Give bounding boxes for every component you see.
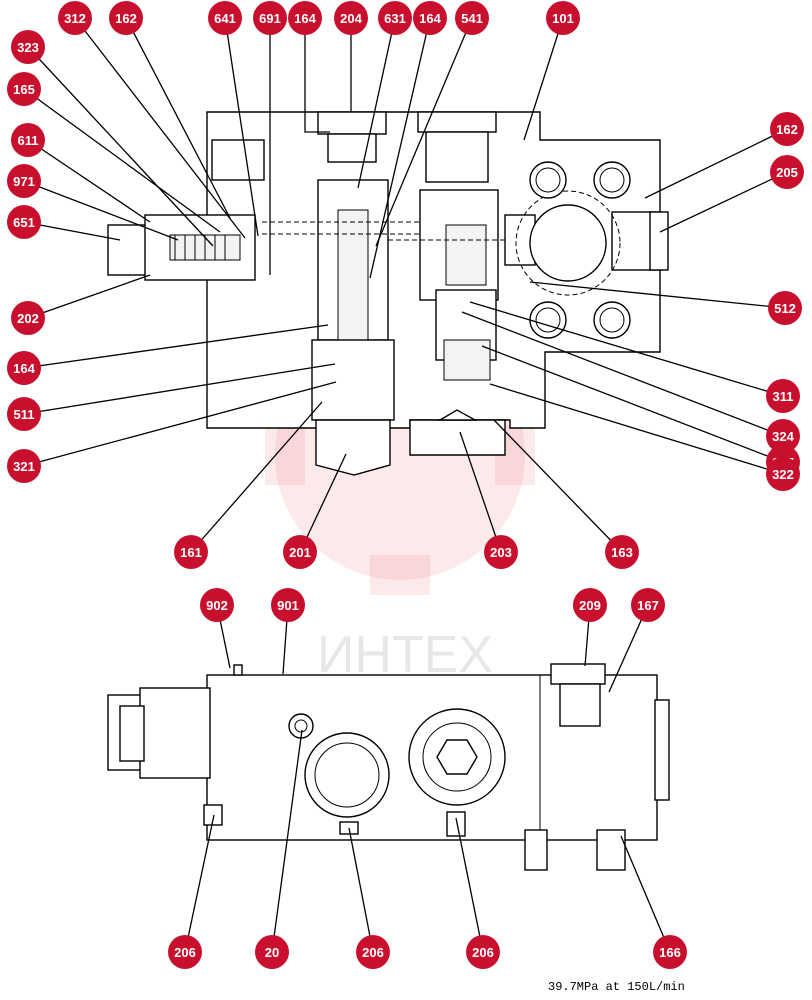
svg-text:311: 311 xyxy=(773,389,794,404)
callout-206-c: 206 xyxy=(466,935,500,969)
callout-311: 311 xyxy=(766,379,800,413)
svg-text:322: 322 xyxy=(772,467,794,482)
svg-text:162: 162 xyxy=(115,11,137,26)
svg-text:902: 902 xyxy=(206,598,228,613)
svg-text:206: 206 xyxy=(362,945,384,960)
callout-165: 165 xyxy=(7,72,41,106)
callout-323: 323 xyxy=(11,30,45,64)
svg-text:541: 541 xyxy=(461,11,483,26)
svg-text:324: 324 xyxy=(772,429,794,444)
callout-164-a: 164 xyxy=(288,1,322,35)
callout-971: 971 xyxy=(7,164,41,198)
callout-203: 203 xyxy=(484,535,518,569)
svg-text:161: 161 xyxy=(180,545,202,560)
callout-161: 161 xyxy=(174,535,208,569)
pressure-flow-note: 39.7MPa at 150L/min xyxy=(548,980,685,994)
callout-206-a: 206 xyxy=(168,935,202,969)
svg-text:166: 166 xyxy=(659,945,681,960)
svg-text:167: 167 xyxy=(637,598,659,613)
svg-text:201: 201 xyxy=(289,545,311,560)
callout-166: 166 xyxy=(653,935,687,969)
callout-651: 651 xyxy=(7,205,41,239)
svg-text:203: 203 xyxy=(490,545,512,560)
callout-322: 322 xyxy=(766,457,800,491)
svg-text:511: 511 xyxy=(14,407,35,422)
svg-text:651: 651 xyxy=(13,215,35,230)
svg-text:641: 641 xyxy=(214,11,236,26)
callout-312: 312 xyxy=(58,1,92,35)
svg-text:321: 321 xyxy=(13,459,35,474)
callout-162-right: 162 xyxy=(770,112,804,146)
callout-205: 205 xyxy=(770,155,804,189)
callout-164-b: 164 xyxy=(413,1,447,35)
callout-641: 641 xyxy=(208,1,242,35)
callout-202: 202 xyxy=(11,301,45,335)
callout-162-top: 162 xyxy=(109,1,143,35)
callout-164-c: 164 xyxy=(7,351,41,385)
svg-text:204: 204 xyxy=(340,11,362,26)
svg-text:209: 209 xyxy=(579,598,601,613)
svg-text:312: 312 xyxy=(64,11,86,26)
svg-text:101: 101 xyxy=(552,11,574,26)
callout-206-b: 206 xyxy=(356,935,390,969)
svg-text:162: 162 xyxy=(776,122,798,137)
svg-text:205: 205 xyxy=(776,165,798,180)
svg-text:323: 323 xyxy=(17,40,39,55)
svg-text:901: 901 xyxy=(277,598,299,613)
svg-text:691: 691 xyxy=(259,11,281,26)
leader-lines xyxy=(23,17,788,953)
svg-text:631: 631 xyxy=(384,11,406,26)
bottom-side-view xyxy=(107,663,670,871)
callout-611: 611 xyxy=(11,123,45,157)
svg-text:202: 202 xyxy=(17,311,39,326)
svg-text:971: 971 xyxy=(13,174,35,189)
callout-204: 204 xyxy=(334,1,368,35)
svg-text:164: 164 xyxy=(419,11,441,26)
callout-901: 901 xyxy=(271,588,305,622)
svg-text:165: 165 xyxy=(13,82,35,97)
callout-541: 541 xyxy=(455,1,489,35)
svg-text:611: 611 xyxy=(18,133,39,148)
callout-511: 511 xyxy=(7,397,41,431)
callout-20: 20 xyxy=(255,935,289,969)
callout-902: 902 xyxy=(200,588,234,622)
svg-text:512: 512 xyxy=(774,301,796,316)
callout-101: 101 xyxy=(546,1,580,35)
callout-631: 631 xyxy=(378,1,412,35)
callout-324: 324 xyxy=(766,419,800,453)
callout-209: 209 xyxy=(573,588,607,622)
callout-512: 512 xyxy=(768,291,802,325)
callout-321: 321 xyxy=(7,449,41,483)
top-section-view xyxy=(107,111,669,476)
callout-167: 167 xyxy=(631,588,665,622)
svg-text:164: 164 xyxy=(294,11,316,26)
callout-163: 163 xyxy=(605,535,639,569)
svg-text:206: 206 xyxy=(174,945,196,960)
callout-201: 201 xyxy=(283,535,317,569)
svg-text:163: 163 xyxy=(611,545,633,560)
svg-text:206: 206 xyxy=(472,945,494,960)
svg-text:20: 20 xyxy=(265,945,279,960)
callout-691: 691 xyxy=(253,1,287,35)
svg-text:164: 164 xyxy=(13,361,35,376)
callouts: 312 162 641 691 164 204 631 164 541 101 … xyxy=(7,1,804,969)
